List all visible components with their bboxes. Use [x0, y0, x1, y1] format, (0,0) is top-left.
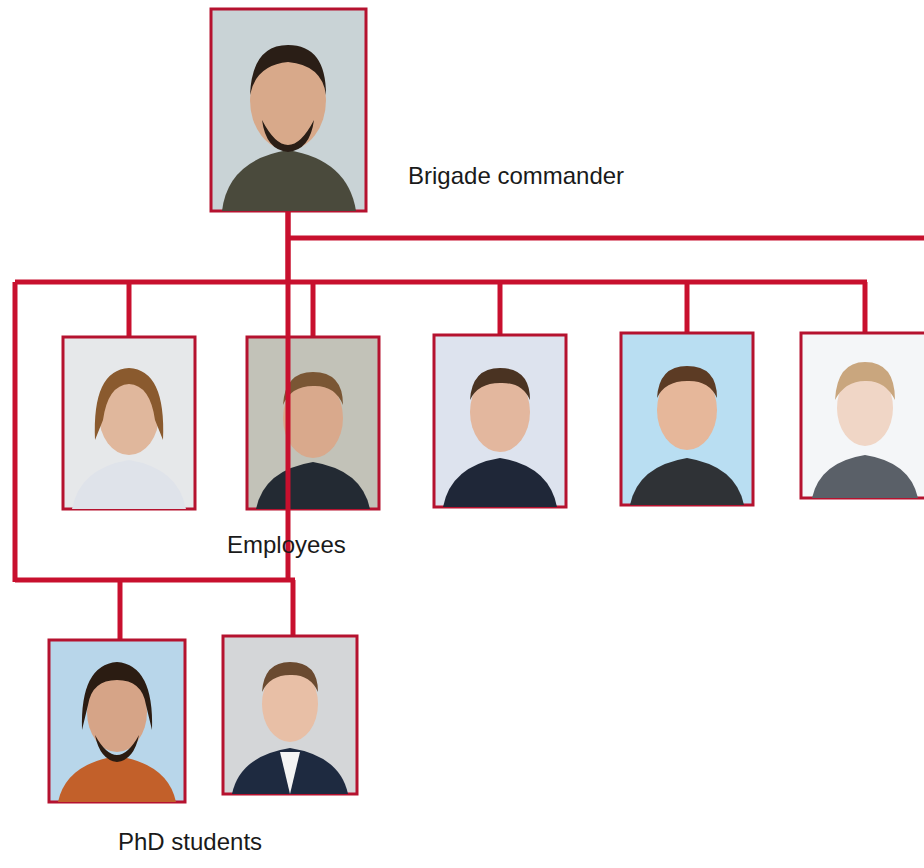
commander-box: Brigade commander: [210, 8, 680, 212]
drop-line: [291, 580, 296, 636]
drop-line: [311, 282, 316, 337]
photo: [247, 337, 379, 509]
drop-line: [863, 282, 868, 333]
node-label: Brigade commander: [408, 162, 624, 190]
photo: [223, 636, 357, 794]
photo: [621, 333, 753, 505]
branch-line: [288, 236, 924, 241]
bus-line: [15, 578, 295, 583]
drop-line: [685, 282, 690, 333]
drop-line: [118, 580, 123, 640]
node-label: Employees: [227, 531, 346, 559]
photo: [49, 640, 185, 802]
drop-line: [127, 282, 132, 337]
bus-line: [15, 280, 867, 285]
photo: [801, 333, 924, 498]
tree-lines: [15, 238, 924, 640]
photo: [63, 337, 195, 509]
phd-group: PhD students: [15, 580, 360, 860]
node-label: PhD students: [118, 828, 262, 856]
photo: [211, 9, 366, 211]
drop-line: [498, 282, 503, 335]
bus-line: [13, 282, 18, 582]
org-connector: [286, 212, 291, 580]
photo: [434, 335, 566, 507]
employee-group: Employees: [40, 282, 924, 572]
